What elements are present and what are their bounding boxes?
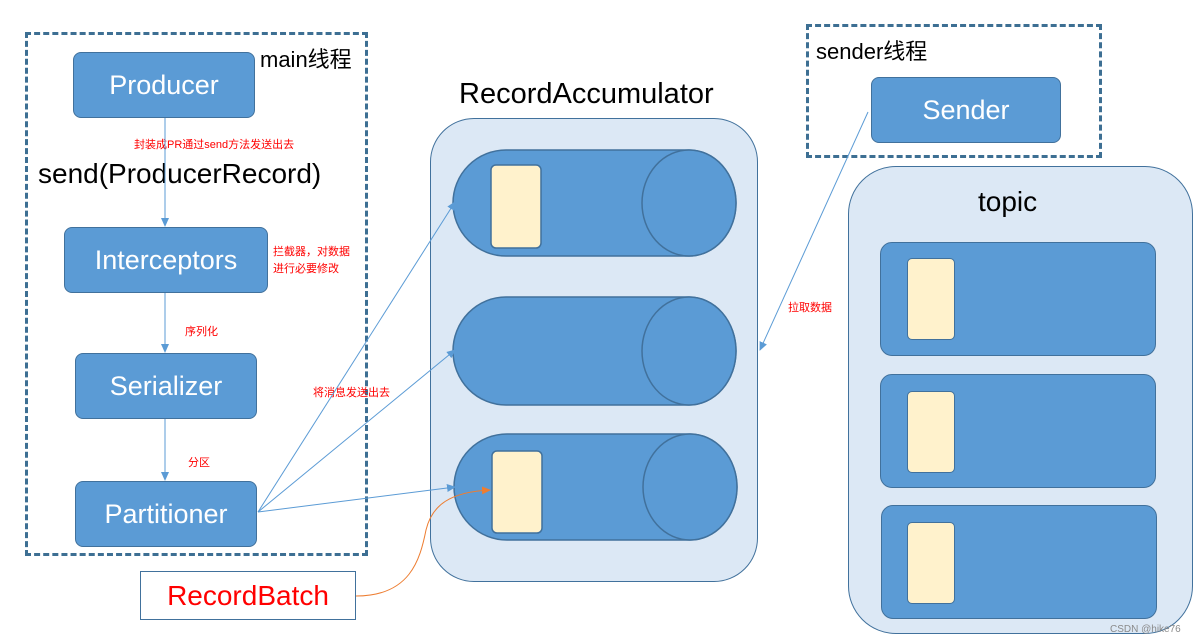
note-interceptors-2: 进行必要修改 bbox=[273, 263, 339, 275]
sender-thread-frame bbox=[806, 24, 1102, 158]
note-interceptors-1: 拦截器，对数据 bbox=[273, 246, 350, 258]
partition-queue-cylinder bbox=[452, 296, 737, 406]
topic-record-batch bbox=[907, 522, 955, 604]
main-thread-label: main线程 bbox=[260, 47, 352, 72]
topic-title: topic bbox=[978, 186, 1038, 217]
producer-box[interactable]: Producer bbox=[73, 52, 255, 118]
record-batch-label: RecordBatch bbox=[167, 579, 329, 611]
topic-record-batch bbox=[907, 391, 955, 473]
interceptors-label: Interceptors bbox=[94, 244, 238, 275]
arrow-partitioner-to-queue-2 bbox=[257, 349, 456, 513]
serializer-box[interactable]: Serializer bbox=[75, 353, 257, 419]
sender-box[interactable]: Sender bbox=[871, 77, 1061, 143]
record-batch-box: RecordBatch bbox=[140, 571, 356, 620]
note-serialize: 序列化 bbox=[185, 326, 218, 338]
watermark: CSDN @hike76 bbox=[1110, 624, 1181, 635]
record-batch-cell bbox=[490, 164, 542, 249]
partitioner-label: Partitioner bbox=[104, 498, 228, 529]
main-thread-frame bbox=[25, 32, 368, 556]
arrow-partitioner-to-queue-3 bbox=[257, 484, 456, 513]
send-call-label: send(ProducerRecord) bbox=[38, 158, 322, 189]
record-batch-cell bbox=[491, 450, 543, 534]
accumulator-title: RecordAccumulator bbox=[459, 78, 714, 110]
producer-label: Producer bbox=[109, 69, 219, 100]
arrow-sender-pull bbox=[759, 111, 869, 351]
note-pull: 拉取数据 bbox=[788, 302, 832, 314]
topic-record-batch bbox=[907, 258, 955, 340]
sender-label: Sender bbox=[922, 94, 1010, 125]
arrow-partitioner-to-queue-1 bbox=[257, 201, 456, 513]
note-send: 封装成PR通过send方法发送出去 bbox=[134, 139, 295, 151]
arrow-record-batch-pointer bbox=[355, 486, 491, 597]
sender-thread-label: sender线程 bbox=[816, 39, 928, 64]
serializer-label: Serializer bbox=[109, 370, 223, 401]
interceptors-box[interactable]: Interceptors bbox=[64, 227, 268, 293]
partitioner-box[interactable]: Partitioner bbox=[75, 481, 257, 547]
note-partition: 分区 bbox=[188, 457, 210, 469]
